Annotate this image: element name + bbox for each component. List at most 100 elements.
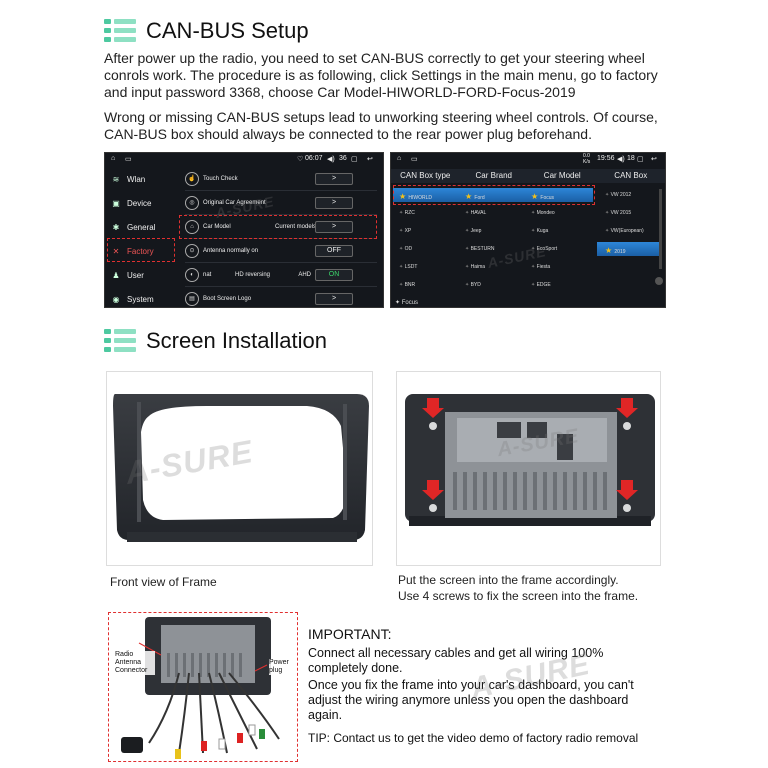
settings-screen: ⌂ ▭ ♡ 06:07 ◀) 36 ▢ ↩ ≋Wlan ▣Device ✱Gen… xyxy=(104,152,384,308)
car-table-cell[interactable]: ✦ BYD xyxy=(465,282,481,288)
power-plug-label: Power plug xyxy=(269,659,297,675)
selection-highlight-box xyxy=(393,185,595,205)
can-box-cell[interactable]: ✦ VW 2012 xyxy=(605,192,632,198)
install-title: Screen Installation xyxy=(146,328,327,353)
car-table-cell[interactable]: ★ Focus xyxy=(531,192,555,201)
important-line-2: Once you fix the frame into your car's d… xyxy=(308,678,634,722)
row-original-car-agreement[interactable]: ◎ Original Car Agreement > xyxy=(185,191,377,215)
car-table-cell[interactable]: ✦ Mondeo xyxy=(531,210,555,216)
hd-reversing-toggle[interactable]: ON xyxy=(315,268,353,281)
car-table-cell[interactable]: ✦ EDGE xyxy=(531,282,551,288)
car-table-cell[interactable]: ✦ Fiesta xyxy=(531,264,551,270)
wifi-icon: ≋ xyxy=(112,174,120,184)
touch-check-button[interactable]: > xyxy=(315,172,353,185)
car-model-screen: ⌂ ▭ 0.0 K/s 19:56 ◀) 18 ▢ ↩ CAN Box type… xyxy=(390,152,666,308)
row-boot-logo[interactable]: ▤ Boot Screen Logo > xyxy=(185,287,377,307)
sidebar-item-factory[interactable]: ✕Factory xyxy=(105,239,177,263)
car-table-cell[interactable]: ✦ BNR xyxy=(399,282,416,288)
star-icon: ★ xyxy=(465,192,475,201)
car-table-cell[interactable]: ✦ XP xyxy=(399,228,412,234)
scroll-dot[interactable] xyxy=(655,277,663,285)
canbus-title: CAN-BUS Setup xyxy=(146,18,309,43)
can-box-cell[interactable]: ★ 2019 xyxy=(605,246,626,255)
gear-icon: ✱ xyxy=(112,222,120,232)
dot-icon: ✦ xyxy=(531,282,537,288)
car-model-highlight xyxy=(179,215,377,239)
dot-icon: ✦ xyxy=(605,228,611,234)
agreement-button[interactable]: > xyxy=(315,196,353,209)
row-antenna[interactable]: ⊙ Antenna normally on OFF xyxy=(185,239,377,263)
camera-icon: ◐ xyxy=(185,267,199,282)
frame-front-photo: A-SURE xyxy=(106,371,373,566)
factory-settings-list: ☝ Touch Check > ◎ Original Car Agreement… xyxy=(185,167,377,307)
brightness-icon[interactable]: ▢ xyxy=(351,156,358,163)
list-icon xyxy=(104,19,136,43)
brightness-icon[interactable]: ▢ xyxy=(637,156,644,163)
dot-icon: ✦ xyxy=(465,264,471,270)
dot-icon: ✦ xyxy=(605,192,611,198)
back-icon[interactable]: ↩ xyxy=(367,156,373,163)
row-touch-check[interactable]: ☝ Touch Check > xyxy=(185,167,377,191)
sidebar-item-user[interactable]: ♟User xyxy=(105,263,177,287)
factory-icon: ✕ xyxy=(112,246,120,256)
sidebar-item-general[interactable]: ✱General xyxy=(105,215,177,239)
logo-icon: ▤ xyxy=(185,292,199,306)
antenna-connector-label: Radio Antenna Connector xyxy=(115,651,155,675)
caption-front-frame: Front view of Frame xyxy=(110,575,217,589)
car-table-cell[interactable]: ✦ Haima xyxy=(465,264,486,270)
important-line-1: Connect all necessary cables and get all… xyxy=(308,646,604,675)
dot-icon: ✦ xyxy=(605,210,611,216)
car-table-cell[interactable]: ✦ HAVAL xyxy=(465,210,487,216)
star-icon: ★ xyxy=(399,192,409,201)
antenna-toggle[interactable]: OFF xyxy=(315,244,353,257)
volume-level-2: 18 xyxy=(627,155,635,162)
agreement-icon: ◎ xyxy=(185,195,199,210)
sidebar-item-device[interactable]: ▣Device xyxy=(105,191,177,215)
car-table-cell[interactable]: ✦ OD xyxy=(399,246,413,252)
antenna-icon: ⊙ xyxy=(185,243,199,258)
sidebar-item-system[interactable]: ◉System xyxy=(105,287,177,307)
row-hd-reversing[interactable]: ◐ nat HD reversing AHD ON xyxy=(185,263,377,287)
dot-icon: ✦ xyxy=(399,264,405,270)
status-bar: ⌂ ▭ ♡ 06:07 ◀) 36 ▢ ↩ xyxy=(105,153,383,165)
home-icon[interactable]: ⌂ xyxy=(111,155,116,162)
dot-icon: ✦ xyxy=(465,282,471,288)
clock-text: 06:07 xyxy=(305,155,323,162)
window-icon[interactable]: ▭ xyxy=(411,156,418,163)
back-icon[interactable]: ↩ xyxy=(651,156,657,163)
car-model-button[interactable]: > xyxy=(315,220,353,233)
boot-logo-button[interactable]: > xyxy=(315,293,353,305)
home-icon[interactable]: ⌂ xyxy=(397,155,402,162)
car-table-cell[interactable]: ✦ RZC xyxy=(399,210,415,216)
car-table-cell[interactable]: ✦ BESTURN xyxy=(465,246,495,252)
car-icon: ⌂ xyxy=(185,219,199,234)
sidebar-item-wlan[interactable]: ≋Wlan xyxy=(105,167,177,191)
footer-text: ✦ Focus xyxy=(395,300,419,306)
car-table-cell[interactable]: ★ HIWORLD xyxy=(399,192,433,201)
can-box-cell[interactable]: ✦ VW(European) xyxy=(605,228,644,234)
wiring-image xyxy=(121,617,280,759)
can-box-cell[interactable]: ✦ VW 2015 xyxy=(605,210,632,216)
car-table-cell[interactable]: ✦ Kuga xyxy=(531,228,549,234)
selected-row-highlight xyxy=(393,188,593,202)
clock-text-2: 19:56 xyxy=(597,155,615,162)
caption-use-screws: Use 4 screws to fix the screen into the … xyxy=(398,589,639,603)
system-icon: ◉ xyxy=(112,294,120,304)
frame-image xyxy=(113,394,369,542)
net-speed-unit: K/s xyxy=(583,159,591,165)
car-table-cell[interactable]: ✦ EcoSport xyxy=(531,246,558,252)
car-table-cell[interactable]: ★ Ford xyxy=(465,192,485,201)
car-table-cell[interactable]: ✦ Jeep xyxy=(465,228,482,234)
star-icon: ★ xyxy=(531,192,541,201)
net-speed: 0.0 xyxy=(583,153,590,159)
window-icon[interactable]: ▭ xyxy=(125,156,132,163)
scrollbar[interactable] xyxy=(659,189,662,269)
user-icon: ♟ xyxy=(112,270,120,280)
wiring-photo: Radio Antenna Connector Power plug xyxy=(108,612,298,762)
dot-icon: ✦ xyxy=(531,210,537,216)
canbus-heading: CAN-BUS Setup xyxy=(104,18,309,44)
settings-sidebar: ≋Wlan ▣Device ✱General ✕Factory ♟User ◉S… xyxy=(105,167,177,307)
status-bar-2: ⌂ ▭ 0.0 K/s 19:56 ◀) 18 ▢ ↩ xyxy=(391,153,665,165)
volume-icon: ◀) xyxy=(327,156,335,163)
car-table-cell[interactable]: ✦ LSDT xyxy=(399,264,418,270)
